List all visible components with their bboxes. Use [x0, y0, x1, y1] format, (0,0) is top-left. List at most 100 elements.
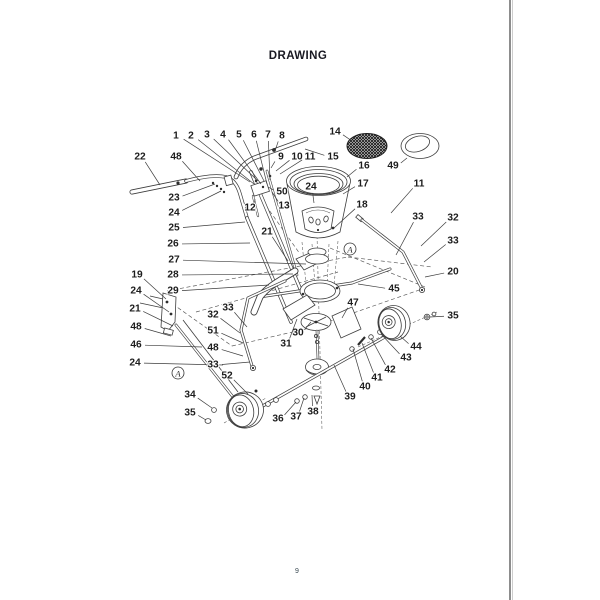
part-label: 23	[168, 193, 180, 204]
axle-bolt	[357, 336, 366, 346]
part-label: 22	[134, 152, 146, 163]
part-label: 45	[388, 284, 400, 295]
leader-line	[182, 183, 216, 197]
leader-line	[289, 318, 298, 339]
right-wheel	[377, 305, 411, 341]
part-label: 32	[447, 213, 459, 224]
part-label: 26	[167, 239, 179, 250]
part-label: 17	[357, 179, 369, 190]
leader-line	[342, 134, 353, 142]
leader-line	[181, 242, 251, 245]
leader-line	[213, 138, 259, 182]
part-label: 44	[410, 342, 422, 353]
page-edge-line	[509, 0, 511, 600]
part-label: 37	[290, 412, 302, 423]
leader-line	[423, 244, 446, 263]
part-label: 40	[359, 382, 371, 393]
part-label: 16	[358, 161, 370, 172]
leader-line	[304, 148, 325, 156]
part-label: 35	[184, 408, 196, 419]
hopper-support-ring	[299, 279, 341, 303]
leader-line	[333, 364, 347, 392]
part-label: 52	[221, 371, 233, 382]
part-label: 46	[130, 340, 142, 351]
leader-line	[233, 379, 249, 395]
support-rod-right	[355, 213, 425, 293]
support-rod-left	[239, 279, 287, 371]
cotter-pin	[211, 407, 217, 413]
leader-line	[234, 312, 248, 328]
left-wheel	[226, 391, 264, 429]
leader-line	[424, 272, 445, 278]
part-label: 20	[447, 267, 459, 278]
part-label: 6	[251, 130, 257, 141]
leader-line	[144, 344, 203, 348]
part-label: 33	[222, 303, 234, 314]
leader-line	[197, 139, 255, 185]
hopper-bottom-plate	[301, 206, 335, 233]
handle-clamp	[223, 174, 234, 187]
leader-line	[197, 397, 213, 409]
part-label: 19	[131, 270, 143, 281]
leader-line	[271, 236, 289, 262]
leader-line	[143, 362, 224, 366]
leader-line	[312, 192, 315, 204]
leader-line	[242, 140, 265, 182]
part-label: 43	[400, 353, 412, 364]
leader-line	[221, 349, 244, 357]
bolt	[176, 181, 180, 185]
leader-line	[395, 222, 414, 256]
leader-line	[144, 161, 161, 186]
leader-line	[399, 335, 409, 344]
leader-line	[341, 307, 348, 319]
agitator-gear	[305, 253, 329, 265]
wheel-nut	[423, 313, 431, 321]
leader-line	[342, 186, 356, 195]
leader-line	[181, 284, 270, 291]
part-label: 48	[170, 152, 182, 163]
wheel-bracket	[331, 306, 362, 339]
leader-line	[183, 138, 251, 183]
drive-pulley	[305, 358, 329, 376]
part-label: 12	[244, 203, 256, 214]
handle-assembly	[129, 136, 309, 324]
leader-line	[143, 293, 170, 313]
leader-line	[182, 161, 201, 182]
part-label: 10	[291, 152, 303, 163]
part-label: 30	[292, 328, 304, 339]
ref-marker-letter: A	[174, 369, 181, 379]
part-label: 28	[167, 270, 179, 281]
leader-line	[143, 278, 167, 300]
hopper	[286, 166, 351, 239]
part-label: 24	[168, 208, 180, 219]
part-label: 35	[447, 311, 459, 322]
part-label: 33	[412, 212, 424, 223]
leader-line	[181, 273, 294, 276]
leader-line	[254, 198, 256, 203]
part-label: 24	[305, 182, 317, 193]
leader-line	[181, 190, 222, 211]
part-label: 51	[207, 326, 219, 337]
part-label: 8	[279, 131, 285, 142]
leader-line	[279, 159, 303, 175]
leader-line	[304, 321, 312, 330]
agitator-pin	[331, 226, 335, 230]
leader-line	[255, 140, 268, 185]
leader-line	[299, 397, 305, 412]
leader-line	[420, 221, 447, 247]
part-label: 32	[207, 310, 219, 321]
leader-line	[380, 333, 400, 355]
page-title: DRAWING	[268, 50, 328, 62]
leader-line	[267, 186, 274, 191]
part-label: 24	[130, 286, 142, 297]
leader-line	[275, 160, 290, 172]
part-label: 29	[167, 286, 179, 297]
part-label: 34	[184, 390, 196, 401]
leader-line	[390, 188, 414, 214]
ref-marker-circle	[343, 242, 357, 256]
leader-line	[143, 311, 174, 327]
part-label: 31	[280, 339, 292, 350]
part-label: 15	[327, 152, 339, 163]
leader-line	[271, 191, 279, 202]
